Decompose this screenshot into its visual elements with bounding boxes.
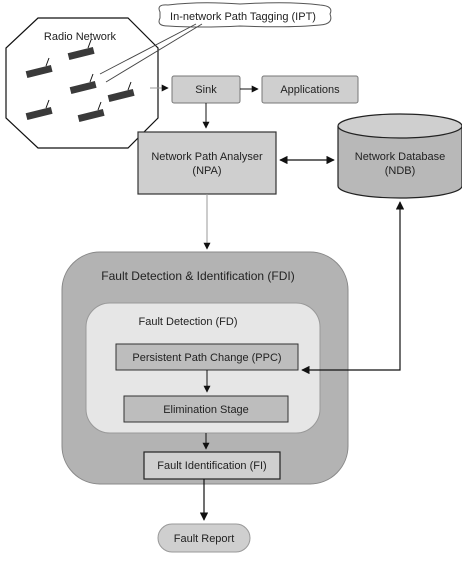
sensor-node-icon [25,57,53,79]
npa-label-line1: Network Path Analyser [151,151,263,163]
sensor-node-icon [25,99,53,121]
ppc-label: Persistent Path Change (PPC) [132,352,281,364]
elimination-box: Elimination Stage [123,395,289,423]
ipt-callout: In-network Path Tagging (IPT) [99,2,332,83]
fd-label: Fault Detection (FD) [138,316,237,328]
sensor-node-icon [67,39,95,61]
elimination-label: Elimination Stage [163,404,249,416]
arrow-ndb-ppc [301,201,405,375]
npa-box: Network Path Analyser (NPA) [137,131,277,195]
fi-box: Fault Identification (FI) [143,451,281,480]
sink-label: Sink [195,84,217,96]
sensor-node-icon [107,81,135,103]
applications-label: Applications [280,84,340,96]
ppc-box: Persistent Path Change (PPC) [115,343,299,371]
ndb-label-line1: Network Database [355,151,446,163]
fdi-label: Fault Detection & Identification (FDI) [101,269,294,283]
fault-report-label: Fault Report [174,533,235,545]
radio-network-region: Radio Network [5,17,159,149]
npa-label-line2: (NPA) [192,165,221,177]
ndb-label-line2: (NDB) [385,165,416,177]
ndb-database: Network Database (NDB) [337,113,462,199]
sensor-node-icon [69,73,97,95]
sink-box: Sink [171,75,241,104]
sensor-node-icon [77,101,105,123]
radio-network-label: Radio Network [44,31,117,43]
ipt-label: In-network Path Tagging (IPT) [170,11,316,23]
applications-box: Applications [261,75,359,104]
fault-report-terminal: Fault Report [157,523,251,553]
fi-label: Fault Identification (FI) [157,460,266,472]
